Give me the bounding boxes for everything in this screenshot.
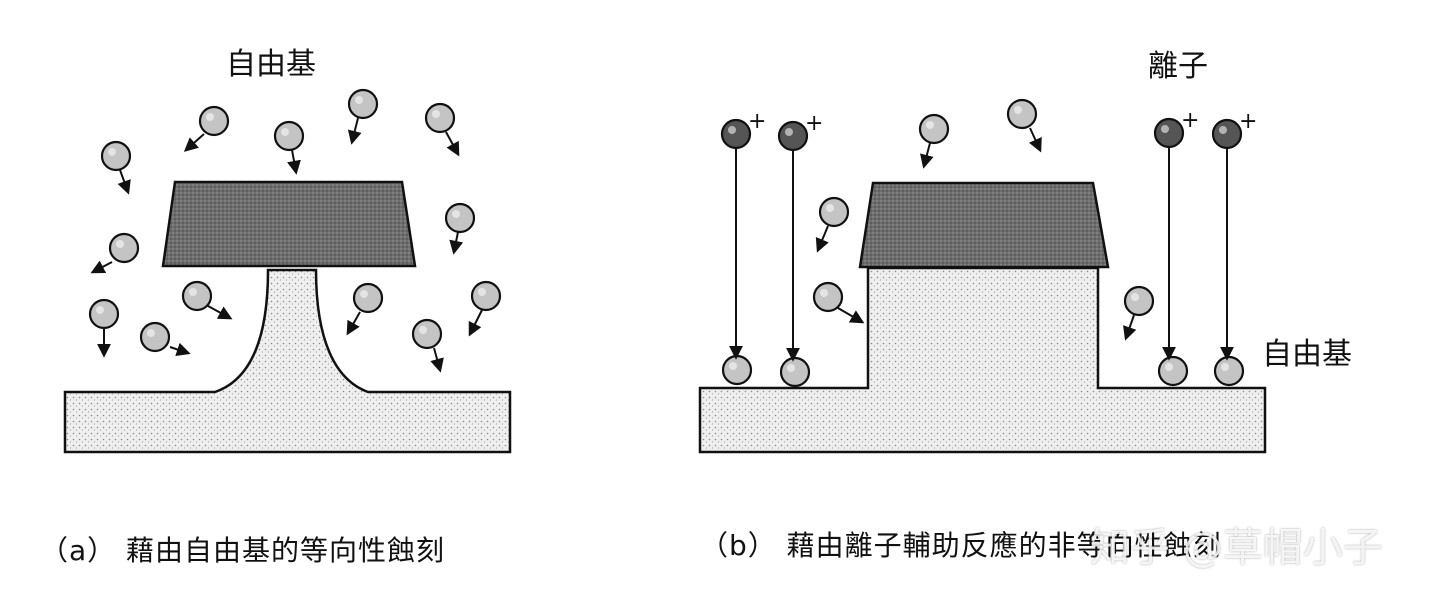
- radical-particle: [468, 280, 502, 337]
- watermark: 知乎 @草帽小子: [1090, 525, 1383, 571]
- radical-particle: [1006, 98, 1042, 153]
- ion-particle: +: [1211, 109, 1257, 361]
- radical-particle: [183, 105, 230, 152]
- radical-particle: [411, 318, 444, 373]
- motion-arrow: [1028, 127, 1042, 153]
- ion-particle: +: [777, 111, 823, 362]
- radical-particle: [424, 102, 460, 157]
- mask-a: [161, 180, 417, 268]
- radical-particle: [88, 298, 120, 358]
- caption-a: （a） 藉由自由基的等向性蝕刻: [40, 534, 446, 567]
- radical-particle: [1213, 355, 1245, 387]
- motion-arrow: [347, 117, 362, 145]
- radicals-b: [721, 98, 1245, 388]
- label-radical-b: 自由基: [1262, 337, 1352, 372]
- radical-particle: [812, 281, 865, 324]
- radical-particle: [347, 88, 379, 145]
- radical-particle: [1123, 285, 1155, 341]
- substrate-a: [63, 268, 512, 454]
- motion-arrow: [287, 149, 301, 175]
- label-radical-a: 自由基: [226, 47, 316, 82]
- motion-arrow: [90, 260, 113, 274]
- radical-particle: [90, 232, 140, 274]
- radical-particle: [181, 280, 233, 320]
- radical-particle: [273, 120, 305, 175]
- radicals-a: [88, 88, 502, 373]
- motion-arrow: [183, 133, 205, 152]
- label-ion-b: 離子: [1148, 49, 1208, 84]
- ion-particle: +: [720, 109, 766, 360]
- radical-particle: [346, 282, 384, 336]
- radical-particle: [721, 354, 753, 386]
- motion-arrow: [445, 131, 460, 157]
- motion-arrow: [346, 311, 361, 336]
- substrate-b: [698, 266, 1267, 454]
- panel-a: [63, 180, 512, 454]
- radical-particle: [139, 321, 191, 357]
- radical-particle: [444, 202, 476, 255]
- ions-b: + + + +: [720, 108, 1257, 362]
- motion-arrow: [837, 307, 865, 324]
- ion-particle: +: [1153, 108, 1199, 361]
- radical-particle: [100, 140, 132, 195]
- motion-arrow: [169, 342, 191, 357]
- caption-b: （b） 藉由離子輔助反應的非等向性蝕刻: [700, 529, 1222, 562]
- radical-particle: [1157, 355, 1189, 387]
- motion-arrow: [449, 231, 464, 255]
- motion-arrow: [468, 309, 483, 337]
- motion-arrow: [430, 347, 444, 373]
- ion-charge: +: [748, 109, 766, 134]
- motion-arrow: [815, 225, 829, 253]
- radical-particle: [918, 113, 950, 169]
- ion-charge: +: [805, 111, 823, 136]
- radical-particle: [779, 356, 811, 388]
- panel-b: [698, 181, 1267, 454]
- ion-charge: +: [1239, 109, 1257, 134]
- radical-particle: [815, 196, 850, 253]
- motion-arrow: [117, 169, 131, 195]
- motion-arrow: [920, 142, 934, 169]
- ion-charge: +: [1181, 108, 1199, 133]
- motion-arrow: [1123, 314, 1137, 341]
- mask-b: [858, 181, 1110, 269]
- motion-arrow: [207, 305, 233, 320]
